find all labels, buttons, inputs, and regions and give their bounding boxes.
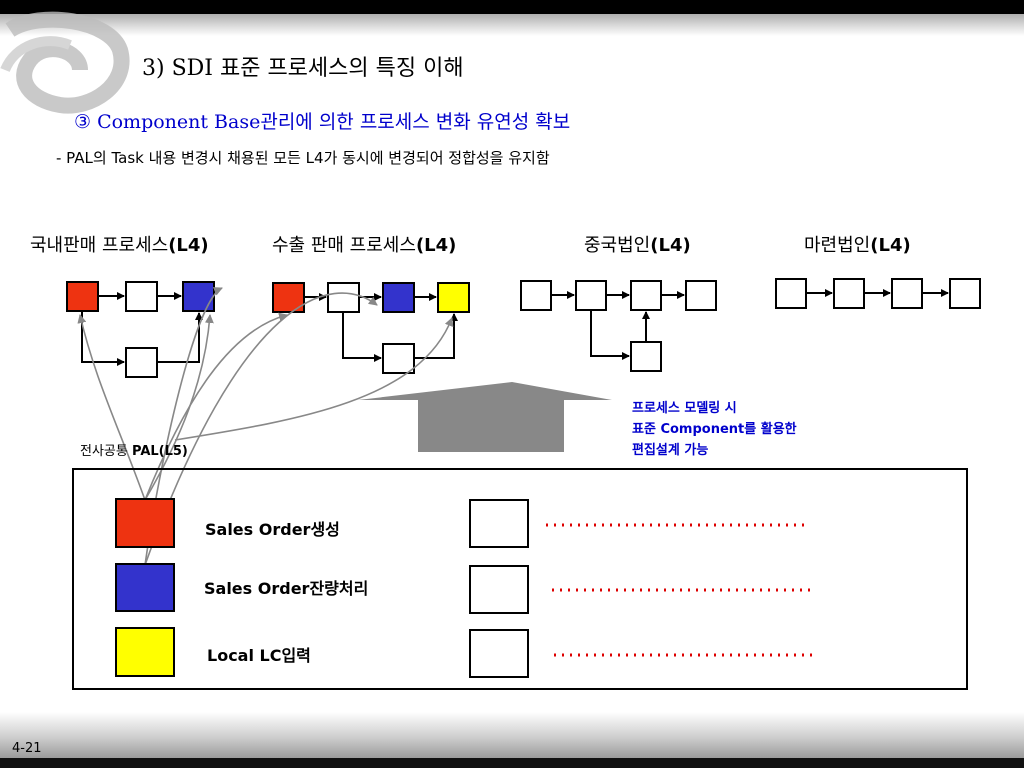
task-box[interactable] <box>520 280 552 311</box>
legend-empty-box <box>469 565 529 614</box>
task-box[interactable] <box>833 278 865 309</box>
legend-color-blue <box>115 563 175 612</box>
slide-subtitle: ③ Component Base관리에 의한 프로세스 변화 유연성 확보 <box>74 111 571 133</box>
process-label-domestic: 국내판매 프로세스(L4) <box>30 235 209 256</box>
pal-link-arrows <box>77 287 454 566</box>
pal-component-panel <box>72 468 968 690</box>
legend-label-sales-order-remaining: Sales Order잔량처리 <box>204 579 369 598</box>
task-box[interactable] <box>685 280 717 311</box>
legend-empty-box <box>469 629 529 678</box>
task-box[interactable] <box>630 280 662 311</box>
slide-description: - PAL의 Task 내용 변경시 채용된 모든 L4가 동시에 변경되어 정… <box>56 149 550 167</box>
process-domestic <box>66 281 215 378</box>
legend-label-sales-order-create: Sales Order생성 <box>205 520 340 539</box>
process-china <box>520 280 717 372</box>
task-box[interactable] <box>630 341 662 372</box>
task-box-blue[interactable] <box>382 282 415 313</box>
task-box-blue[interactable] <box>182 281 215 312</box>
legend-color-yellow <box>115 627 175 677</box>
task-box[interactable] <box>125 347 158 378</box>
legend-empty-box <box>469 499 529 548</box>
task-box[interactable] <box>327 282 360 313</box>
big-up-arrow-icon <box>358 382 612 452</box>
task-box[interactable] <box>775 278 807 309</box>
process-label-malaysia: 마련법인(L4) <box>804 235 911 256</box>
legend-label-local-lc: Local LC입력 <box>207 646 311 665</box>
top-brush-stroke <box>0 14 1024 36</box>
process-malaysia <box>775 278 981 309</box>
process-export <box>272 282 470 374</box>
task-box-red[interactable] <box>66 281 99 312</box>
swirl-decoration-icon <box>0 11 130 114</box>
slide-title: 3) SDI 표준 프로세스의 특징 이해 <box>142 56 464 81</box>
top-black-bar <box>0 0 1024 14</box>
task-box[interactable] <box>891 278 923 309</box>
task-box-yellow[interactable] <box>437 282 470 313</box>
process-label-china: 중국법인(L4) <box>584 235 691 256</box>
pal-label: 전사공통 PAL(L5) <box>80 444 188 459</box>
page-number: 4-21 <box>12 741 42 756</box>
process-label-export: 수출 판매 프로세스(L4) <box>272 235 457 256</box>
bottom-black-bar <box>0 758 1024 768</box>
modeling-note: 프로세스 모델링 시 표준 Component를 활용한 편집설계 가능 <box>632 401 797 458</box>
task-box[interactable] <box>575 280 607 311</box>
task-box[interactable] <box>949 278 981 309</box>
task-box[interactable] <box>382 343 415 374</box>
legend-color-red <box>115 498 175 548</box>
task-box[interactable] <box>125 281 158 312</box>
bottom-brush-stroke <box>0 712 1024 758</box>
